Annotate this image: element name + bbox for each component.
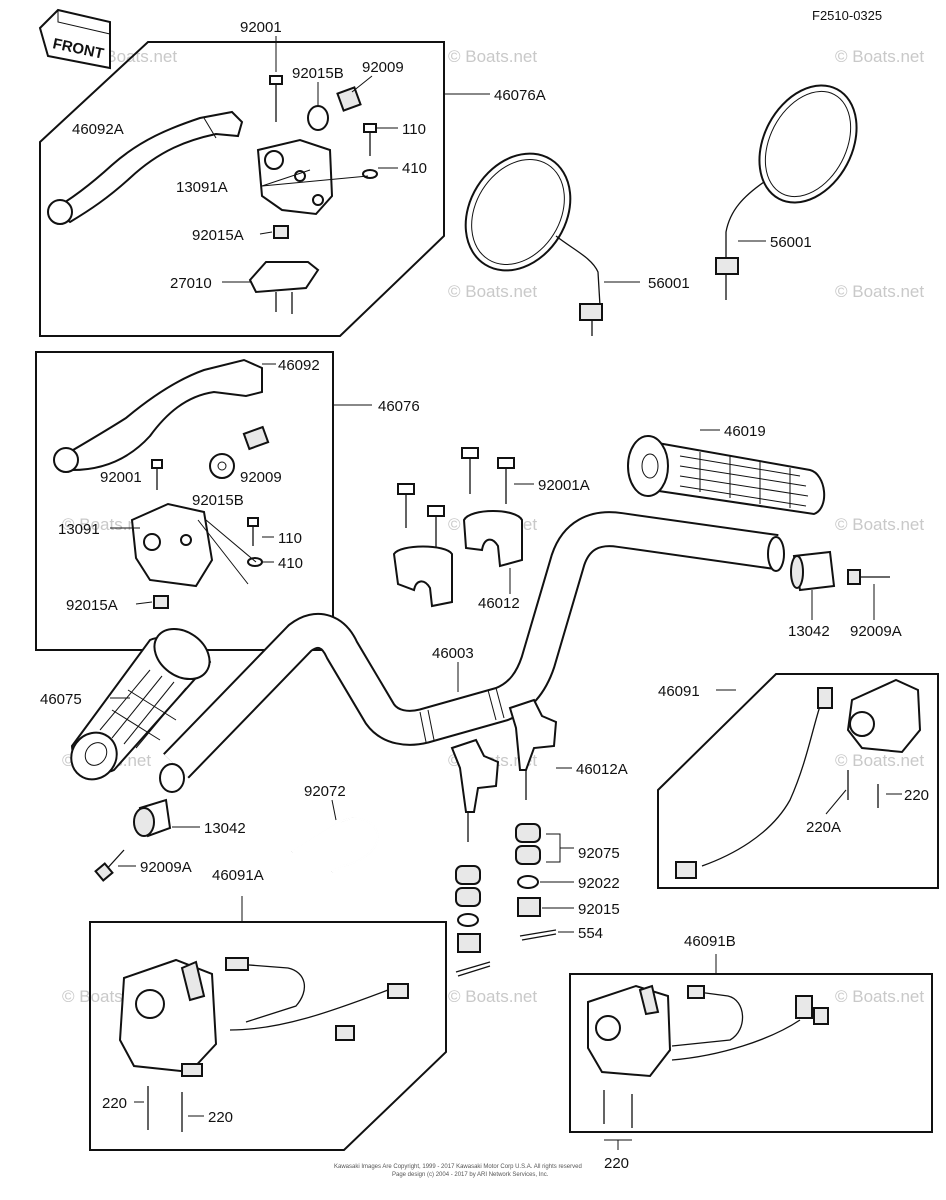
label-46076: 46076: [378, 398, 420, 415]
label-27010: 27010: [170, 275, 212, 292]
label-554: 554: [578, 925, 603, 942]
label-92001: 92001: [240, 19, 282, 36]
label-110: 110: [402, 121, 426, 138]
label-13042: 13042: [204, 820, 246, 837]
label-13042: 13042: [788, 623, 830, 640]
label-92009a: 92009A: [140, 859, 192, 876]
label-92072: 92072: [304, 783, 346, 800]
watermark: © Boats.net: [835, 987, 924, 1006]
label-92001: 92001: [100, 469, 142, 486]
handlebar: [159, 511, 785, 793]
label-92015: 92015: [578, 901, 620, 918]
label-220: 220: [604, 1155, 629, 1172]
cable-clamp: [291, 799, 380, 873]
watermark: © Boats.net: [835, 282, 924, 301]
switch-assembly-46091: [657, 673, 939, 889]
label-46091b: 46091B: [684, 933, 736, 950]
label-56001: 56001: [648, 275, 690, 292]
clutch-lever-assembly-box: [39, 36, 490, 337]
label-92015b: 92015B: [192, 492, 244, 509]
label-92015a: 92015A: [66, 597, 118, 614]
grip-right: [627, 429, 826, 516]
copyright-line: Page design (c) 2004 - 2017 by ARI Netwo…: [392, 1172, 549, 1178]
label-220: 220: [208, 1109, 233, 1126]
label-92009a: 92009A: [850, 623, 902, 640]
mirror-left: [464, 152, 640, 336]
label-46012a: 46012A: [576, 761, 628, 778]
label-410: 410: [402, 160, 427, 177]
label-220a: 220A: [806, 819, 841, 836]
label-410: 410: [278, 555, 303, 572]
label-46091: 46091: [658, 683, 700, 700]
watermark: © Boats.net: [448, 282, 537, 301]
handlebar-clamps: [392, 447, 534, 608]
label-92015a: 92015A: [192, 227, 244, 244]
riser-and-hardware: [450, 698, 574, 977]
label-220: 220: [904, 787, 929, 804]
diagram-code: F2510-0325: [812, 8, 882, 23]
brake-lever-assembly-box: [35, 351, 372, 651]
label-92009: 92009: [240, 469, 282, 486]
label-56001: 56001: [770, 234, 812, 251]
label-46092a: 46092A: [72, 121, 124, 138]
label-46075: 46075: [40, 691, 82, 708]
watermark: © Boats.net: [835, 751, 924, 770]
copyright-line: Kawasaki Images Are Copyright, 1999 - 20…: [334, 1164, 582, 1170]
label-46092: 46092: [278, 357, 320, 374]
label-92001a: 92001A: [538, 477, 590, 494]
grip-left: [70, 627, 212, 781]
switch-assembly-46091b: [569, 954, 933, 1150]
label-46003: 46003: [432, 645, 474, 662]
label-46012: 46012: [478, 595, 520, 612]
label-92015b: 92015B: [292, 65, 344, 82]
label-13091: 13091: [58, 521, 100, 538]
label-220: 220: [102, 1095, 127, 1112]
label-92075: 92075: [578, 845, 620, 862]
label-13091a: 13091A: [176, 179, 228, 196]
watermark: © Boats.net: [62, 515, 151, 534]
watermark: © Boats.net: [448, 47, 537, 66]
label-46019: 46019: [724, 423, 766, 440]
watermark: © Boats.net: [835, 515, 924, 534]
label-110: 110: [278, 530, 302, 547]
label-92009: 92009: [362, 59, 404, 76]
watermark: © Boats.net: [835, 47, 924, 66]
bar-end-left: [94, 798, 200, 882]
label-46091a: 46091A: [212, 867, 264, 884]
switch-assembly-46091a: [89, 896, 447, 1151]
label-46076a: 46076A: [494, 87, 546, 104]
bar-end-right: [790, 550, 890, 620]
label-92022: 92022: [578, 875, 620, 892]
front-arrow-tag: FRONT: [38, 8, 111, 70]
watermark: © Boats.net: [448, 987, 537, 1006]
mirror-right: [715, 84, 858, 300]
